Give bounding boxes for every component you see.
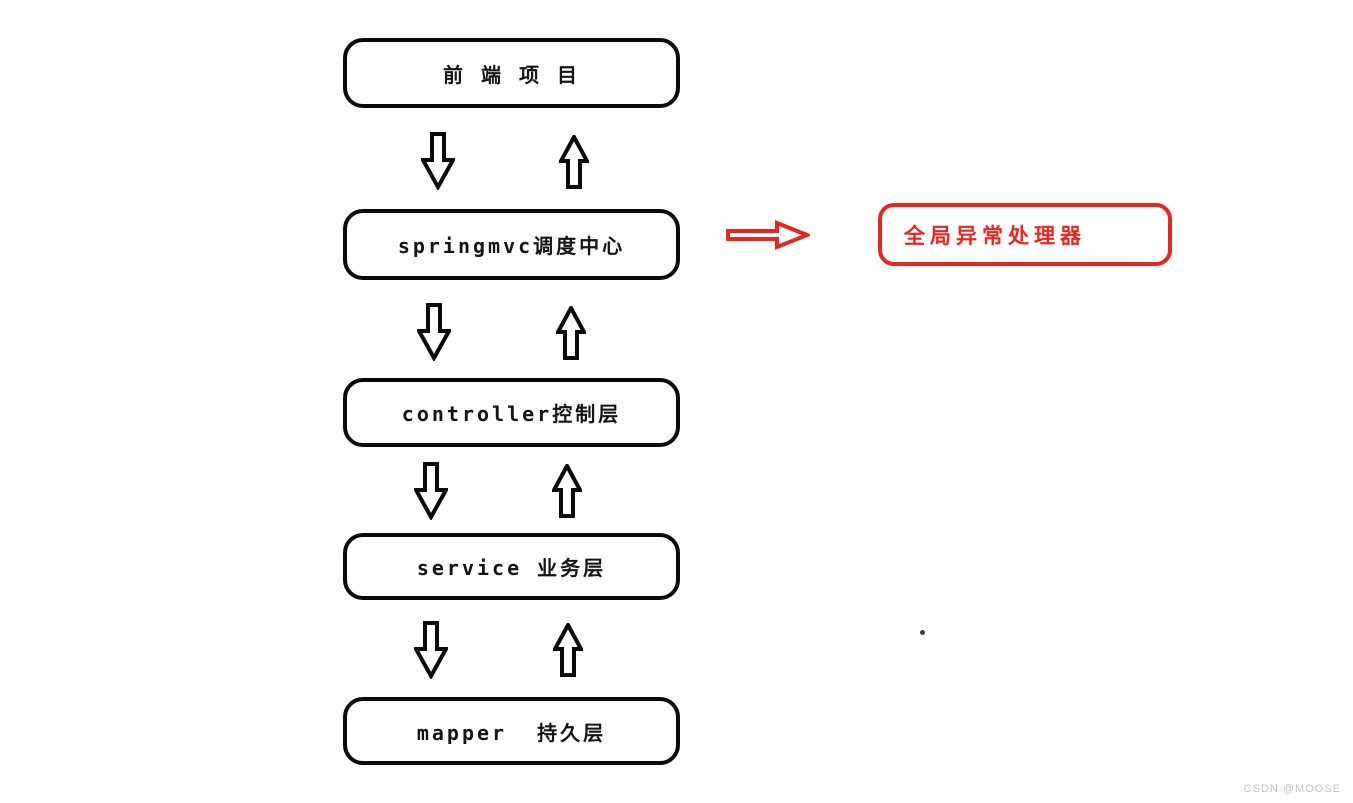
springmvc-dispatch-center-label: springmvc调度中心 (397, 234, 626, 258)
mapper-layer-label: mapper 持久层 (416, 720, 607, 745)
up-arrow-icon (552, 464, 582, 518)
down-arrow-icon (414, 462, 448, 520)
stray-dot (920, 630, 925, 635)
frontend-project-box: 前 端 项 目 (343, 38, 680, 108)
controller-layer-box: controller控制层 (343, 378, 680, 447)
global-exception-handler-box: 全局异常处理器 (878, 203, 1172, 266)
controller-layer-label: controller控制层 (401, 402, 622, 426)
up-arrow-icon (559, 135, 589, 189)
service-layer-label: service 业务层 (416, 556, 607, 580)
springmvc-dispatch-center-box: springmvc调度中心 (343, 209, 680, 280)
down-arrow-icon (421, 132, 455, 190)
down-arrow-icon (414, 621, 448, 679)
up-arrow-icon (556, 306, 586, 360)
service-layer-box: service 业务层 (343, 533, 680, 600)
right-arrow-icon (726, 220, 810, 250)
up-arrow-icon (553, 623, 583, 677)
csdn-watermark: CSDN @MOOSE (1243, 783, 1341, 795)
frontend-project-label: 前 端 项 目 (442, 62, 581, 87)
down-arrow-icon (417, 303, 451, 361)
mapper-layer-box: mapper 持久层 (343, 697, 680, 765)
global-exception-handler-label: 全局异常处理器 (904, 223, 1086, 248)
